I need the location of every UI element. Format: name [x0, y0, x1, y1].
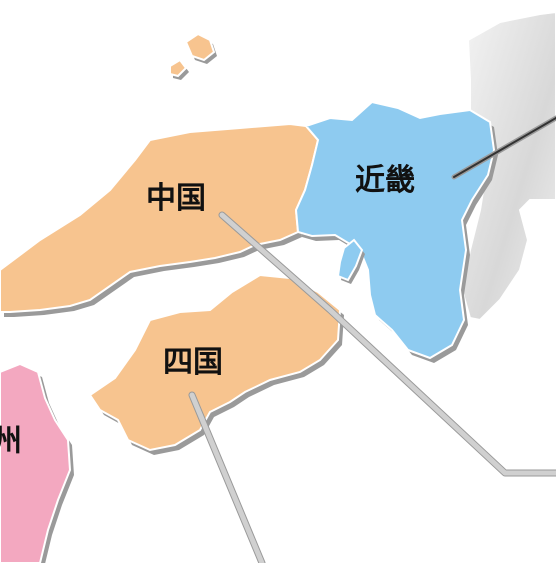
oki-islands	[169, 32, 217, 80]
label-shikoku: 四国	[163, 345, 223, 380]
label-kyushu: 州	[0, 424, 22, 459]
label-chugoku: 中国	[146, 181, 206, 216]
awaji-island	[336, 238, 365, 284]
region-kinki	[294, 100, 496, 360]
region-kinki-island	[336, 238, 364, 282]
label-kinki: 近畿	[355, 163, 415, 198]
leader-lines	[188, 115, 556, 563]
island-oki-small	[169, 58, 188, 78]
region-shikoku	[88, 273, 342, 452]
island-oki-main	[184, 32, 216, 62]
region-kyushu	[0, 362, 72, 563]
